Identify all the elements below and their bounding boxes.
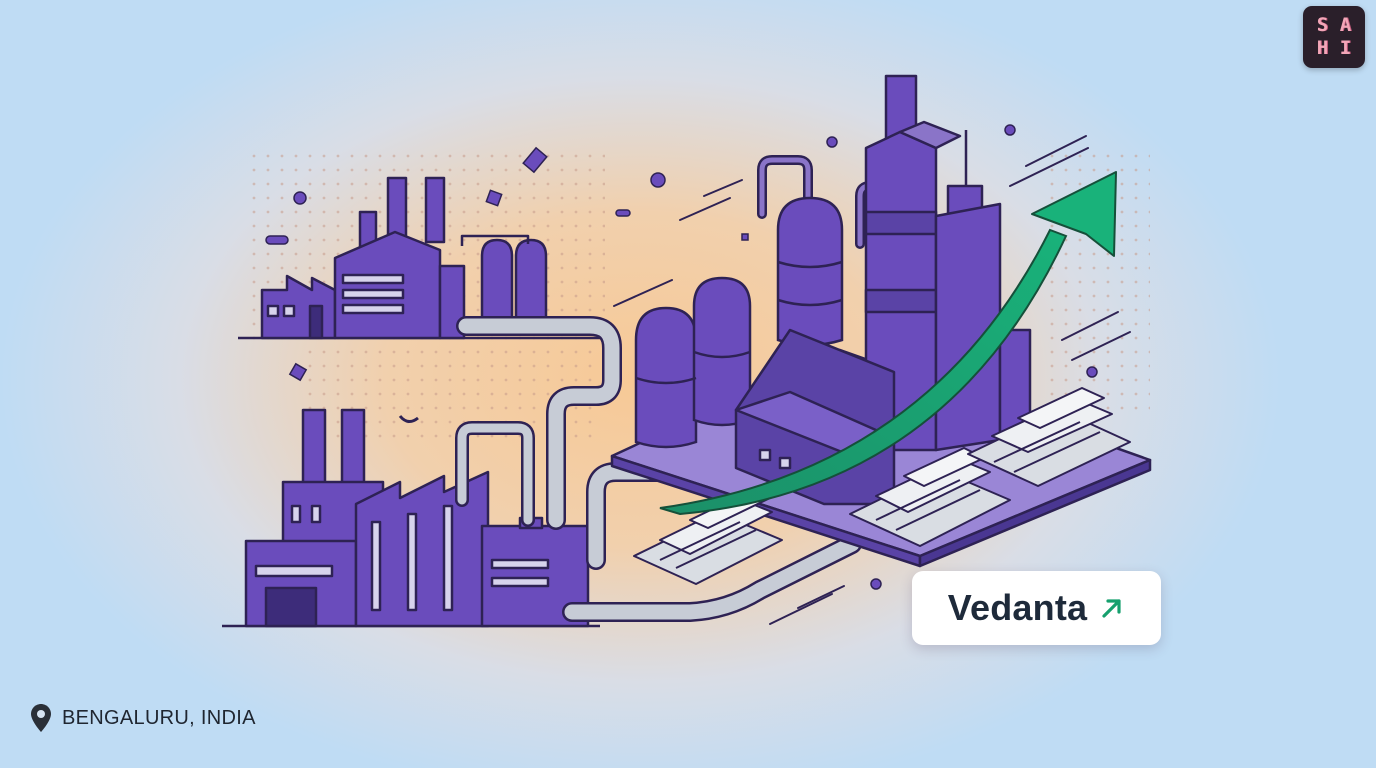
company-tag: Vedanta [912, 571, 1161, 645]
factory-top-left [260, 176, 548, 340]
metal-ingots-back [967, 387, 1131, 487]
arrow-up-right-icon [1102, 599, 1121, 618]
brand-logo: S A H I [1303, 6, 1365, 68]
growth-arrow [659, 171, 1117, 516]
location-label: BENGALURU, INDIA [30, 702, 256, 734]
logo-letter: I [1339, 37, 1352, 59]
logo-letter: A [1339, 14, 1352, 36]
motion-lines [613, 135, 1131, 625]
factory-bottom-left [244, 408, 590, 628]
pipe-network [455, 155, 891, 622]
logo-letter: H [1316, 37, 1329, 59]
storage-tanks [634, 196, 844, 449]
location-text: BENGALURU, INDIA [62, 706, 256, 729]
map-pin-icon [31, 704, 51, 732]
decorative-confetti [265, 124, 1098, 590]
company-name: Vedanta [947, 587, 1088, 628]
logo-letter: S [1316, 14, 1329, 36]
